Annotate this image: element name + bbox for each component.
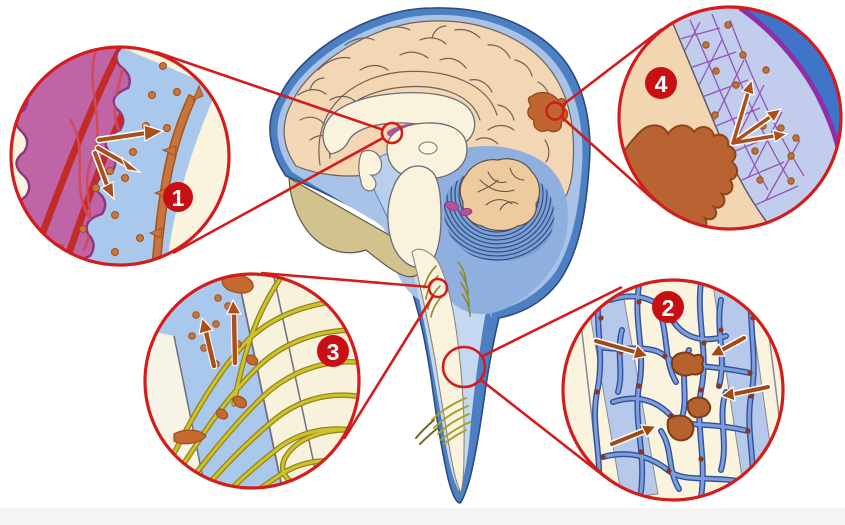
corpus-callosum (322, 91, 476, 155)
spinal-nerve-fan-tail (415, 419, 439, 445)
callout-1: 1 (9, 45, 231, 267)
connector-line-3b (342, 294, 435, 440)
callout-3-ring (143, 272, 361, 490)
callout-4-badge-label: 4 (655, 71, 668, 97)
callout-4-badge (645, 67, 677, 99)
spinal-nerve-fan (431, 397, 471, 445)
callout-2-badge (652, 291, 684, 323)
connector-line-1a (155, 50, 384, 131)
brain-midsagittal (269, 7, 591, 504)
cerebellum (459, 158, 541, 232)
callout-4-flow-arrows (729, 78, 789, 147)
callout-1-badge (163, 182, 193, 212)
connector-line-4b (561, 116, 656, 202)
connector-line-2a (482, 285, 623, 358)
connector-line-4a (561, 27, 663, 107)
ependymal-membrane (151, 94, 197, 264)
callout-3-flow-arrows (198, 298, 243, 370)
sinus-wall (738, 8, 840, 159)
callout-4-ring (617, 5, 843, 231)
callout-1-flow-arrows (91, 124, 165, 201)
callout-2-ring (561, 278, 785, 502)
connector-line-2b (480, 378, 606, 479)
zoom-marker-4 (545, 101, 565, 121)
zoom-marker-2 (441, 345, 487, 389)
fourth-ventricle-choroid (444, 201, 473, 217)
vessel-junction-dots (594, 299, 756, 474)
connector-line-1b (172, 136, 384, 255)
callout-2: 2 (561, 278, 785, 502)
zoom-connectors (155, 27, 663, 479)
zoom-marker-3 (427, 277, 449, 299)
cerebellum-sulci (477, 167, 525, 211)
callout-4-particles (702, 21, 800, 185)
callout-3-badge-label: 3 (327, 339, 340, 365)
callout-2-flow-arrows (592, 334, 772, 448)
zoom-marker-1 (380, 121, 404, 145)
callout-3-badge (317, 335, 349, 367)
callout-3-deposits (173, 275, 259, 445)
connector-line-3a (260, 271, 430, 289)
optic-chiasm (358, 149, 382, 192)
callout-2-tumors (666, 351, 712, 442)
footer-bar (0, 508, 845, 525)
callout-2-badge-label: 2 (662, 295, 675, 321)
callout-3: 3 (143, 272, 361, 490)
callout-1-ring (9, 45, 231, 267)
interthalamic-adhesion (418, 141, 438, 155)
callout-1-badge-label: 1 (172, 185, 185, 211)
